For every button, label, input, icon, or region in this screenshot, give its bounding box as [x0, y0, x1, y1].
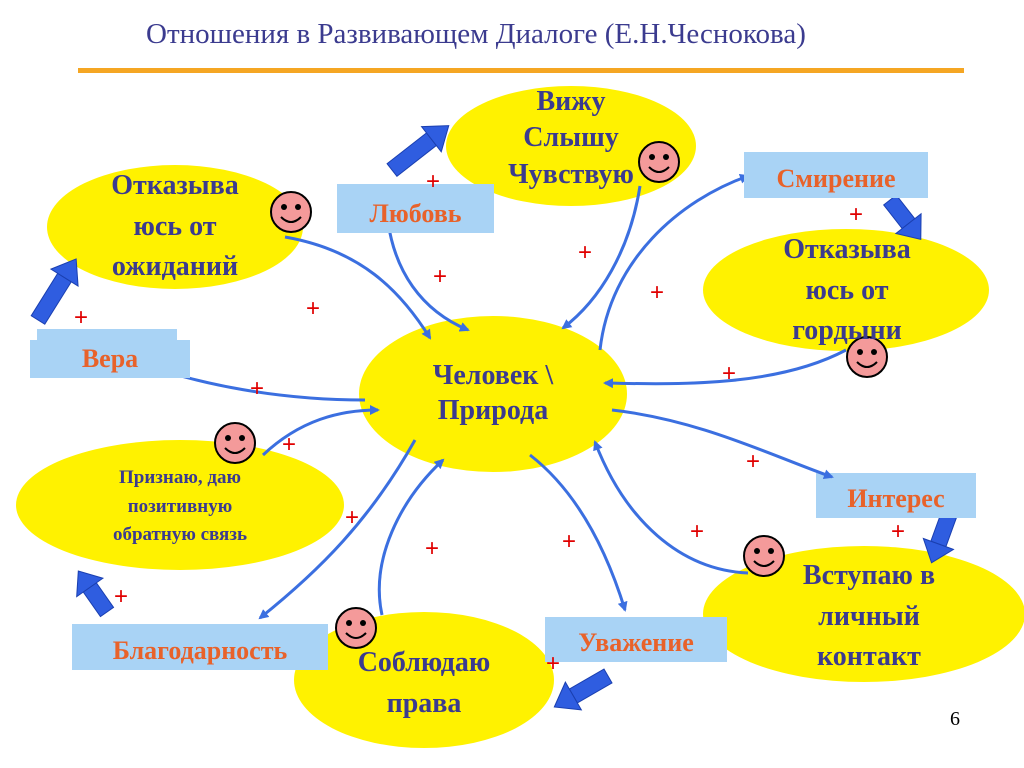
page-title: Отношения в Развивающем Диалоге (Е.Н.Чес…: [146, 18, 806, 50]
text-line: личный: [818, 600, 920, 632]
ellipse-text-observe-rights: Соблюдаю права: [329, 643, 519, 724]
text-line: права: [386, 687, 462, 719]
ellipse-see-hear-feel: [446, 86, 696, 206]
arrow-center-to-gratitude: [258, 439, 417, 620]
arrow-center-to-respect: [529, 453, 628, 612]
ellipse-refuse-expectations: [47, 165, 303, 289]
ellipse-text-refuse-expectations: Отказыва юсь от ожиданий: [85, 166, 265, 288]
smiley-icon: [743, 535, 785, 577]
plus-sign: +: [891, 518, 906, 545]
center-line-1: Человек \: [432, 360, 554, 391]
center-line-2: Природа: [437, 395, 549, 426]
arrow-contact-to-center: [593, 440, 749, 575]
text-line: Слышу: [523, 122, 619, 154]
arrow-center-to-interest: [611, 408, 834, 480]
text-line: юсь от: [133, 210, 217, 242]
ellipse-text-see-hear-feel: Вижу Слышу Чувствую: [481, 84, 661, 193]
plus-sign: +: [250, 375, 265, 402]
smiley-icon: [214, 422, 256, 464]
block-arrow-love-to-seehear: [386, 125, 450, 178]
ellipse-feedback: [16, 440, 344, 570]
center-ellipse: [359, 316, 627, 472]
arrow-pride-to-center: [603, 348, 847, 389]
label-gratitude: Благодарность: [72, 632, 328, 670]
text-line: Чувствую: [508, 158, 634, 190]
label-respect: Уважение: [545, 624, 727, 662]
title-underline: [78, 68, 964, 73]
plus-sign: +: [74, 304, 89, 331]
label-love: Любовь: [337, 195, 494, 233]
text-line: обратную связь: [112, 524, 248, 545]
block-arrow-respect-to-rights: [553, 668, 613, 711]
plus-sign: +: [562, 528, 577, 555]
text-line: контакт: [817, 641, 921, 673]
ellipse-text-personal-contact: Вступаю в личный контакт: [769, 556, 969, 678]
plus-sign: +: [425, 535, 440, 562]
label-humility: Смирение: [744, 160, 928, 198]
plus-sign: +: [426, 168, 441, 195]
smiley-icon: [335, 607, 377, 649]
arrow-feedback-to-center: [261, 405, 380, 457]
plus-sign: +: [306, 295, 321, 322]
text-line: Признаю, даю: [118, 467, 242, 488]
smiley-icon: [846, 336, 888, 378]
arrow-rights-to-center: [377, 458, 445, 616]
arrow-center-to-humility: [598, 173, 750, 351]
plus-sign: +: [746, 448, 761, 475]
arrow-expectations-to-center: [284, 235, 432, 340]
plus-sign: +: [546, 650, 561, 677]
text-line: Соблюдаю: [357, 647, 491, 678]
text-line: Вступаю в: [802, 560, 936, 591]
plus-sign: +: [690, 518, 705, 545]
block-arrow-faith-to-expectations: [30, 258, 79, 325]
plus-sign: +: [345, 504, 360, 531]
plus-sign: +: [650, 279, 665, 306]
ellipse-text-refuse-pride: Отказыва юсь от гордыни: [757, 230, 937, 352]
smiley-icon: [270, 191, 312, 233]
plus-sign: +: [282, 431, 297, 458]
ellipse-text-feedback: Признаю, даю позитивную обратную связь: [60, 464, 300, 550]
smiley-icon: [638, 141, 680, 183]
plus-sign: +: [114, 583, 129, 610]
plus-sign: +: [578, 239, 593, 266]
text-line: Отказыва: [783, 234, 911, 265]
plus-sign: +: [722, 360, 737, 387]
ellipse-refuse-pride: [703, 229, 989, 351]
text-line: Вижу: [536, 86, 606, 117]
block-arrow-humility-to-pride: [882, 194, 922, 241]
arrow-love-to-center: [386, 221, 470, 332]
plus-sign: +: [433, 263, 448, 290]
label-interest: Интерес: [816, 480, 976, 518]
text-line: ожиданий: [111, 251, 239, 283]
text-line: гордыни: [792, 315, 902, 347]
arrow-seehear-to-center: [561, 185, 642, 330]
label-faith: Вера: [30, 340, 190, 378]
text-line: юсь от: [805, 274, 889, 306]
center-text: Человек \ Природа: [393, 358, 593, 428]
text-line: Отказыва: [111, 170, 239, 201]
plus-sign: +: [849, 201, 864, 228]
block-arrow-gratitude-to-feedback: [76, 570, 115, 618]
ellipse-personal-contact: [703, 546, 1024, 682]
page-number: 6: [950, 708, 960, 730]
text-line: позитивную: [127, 495, 233, 517]
